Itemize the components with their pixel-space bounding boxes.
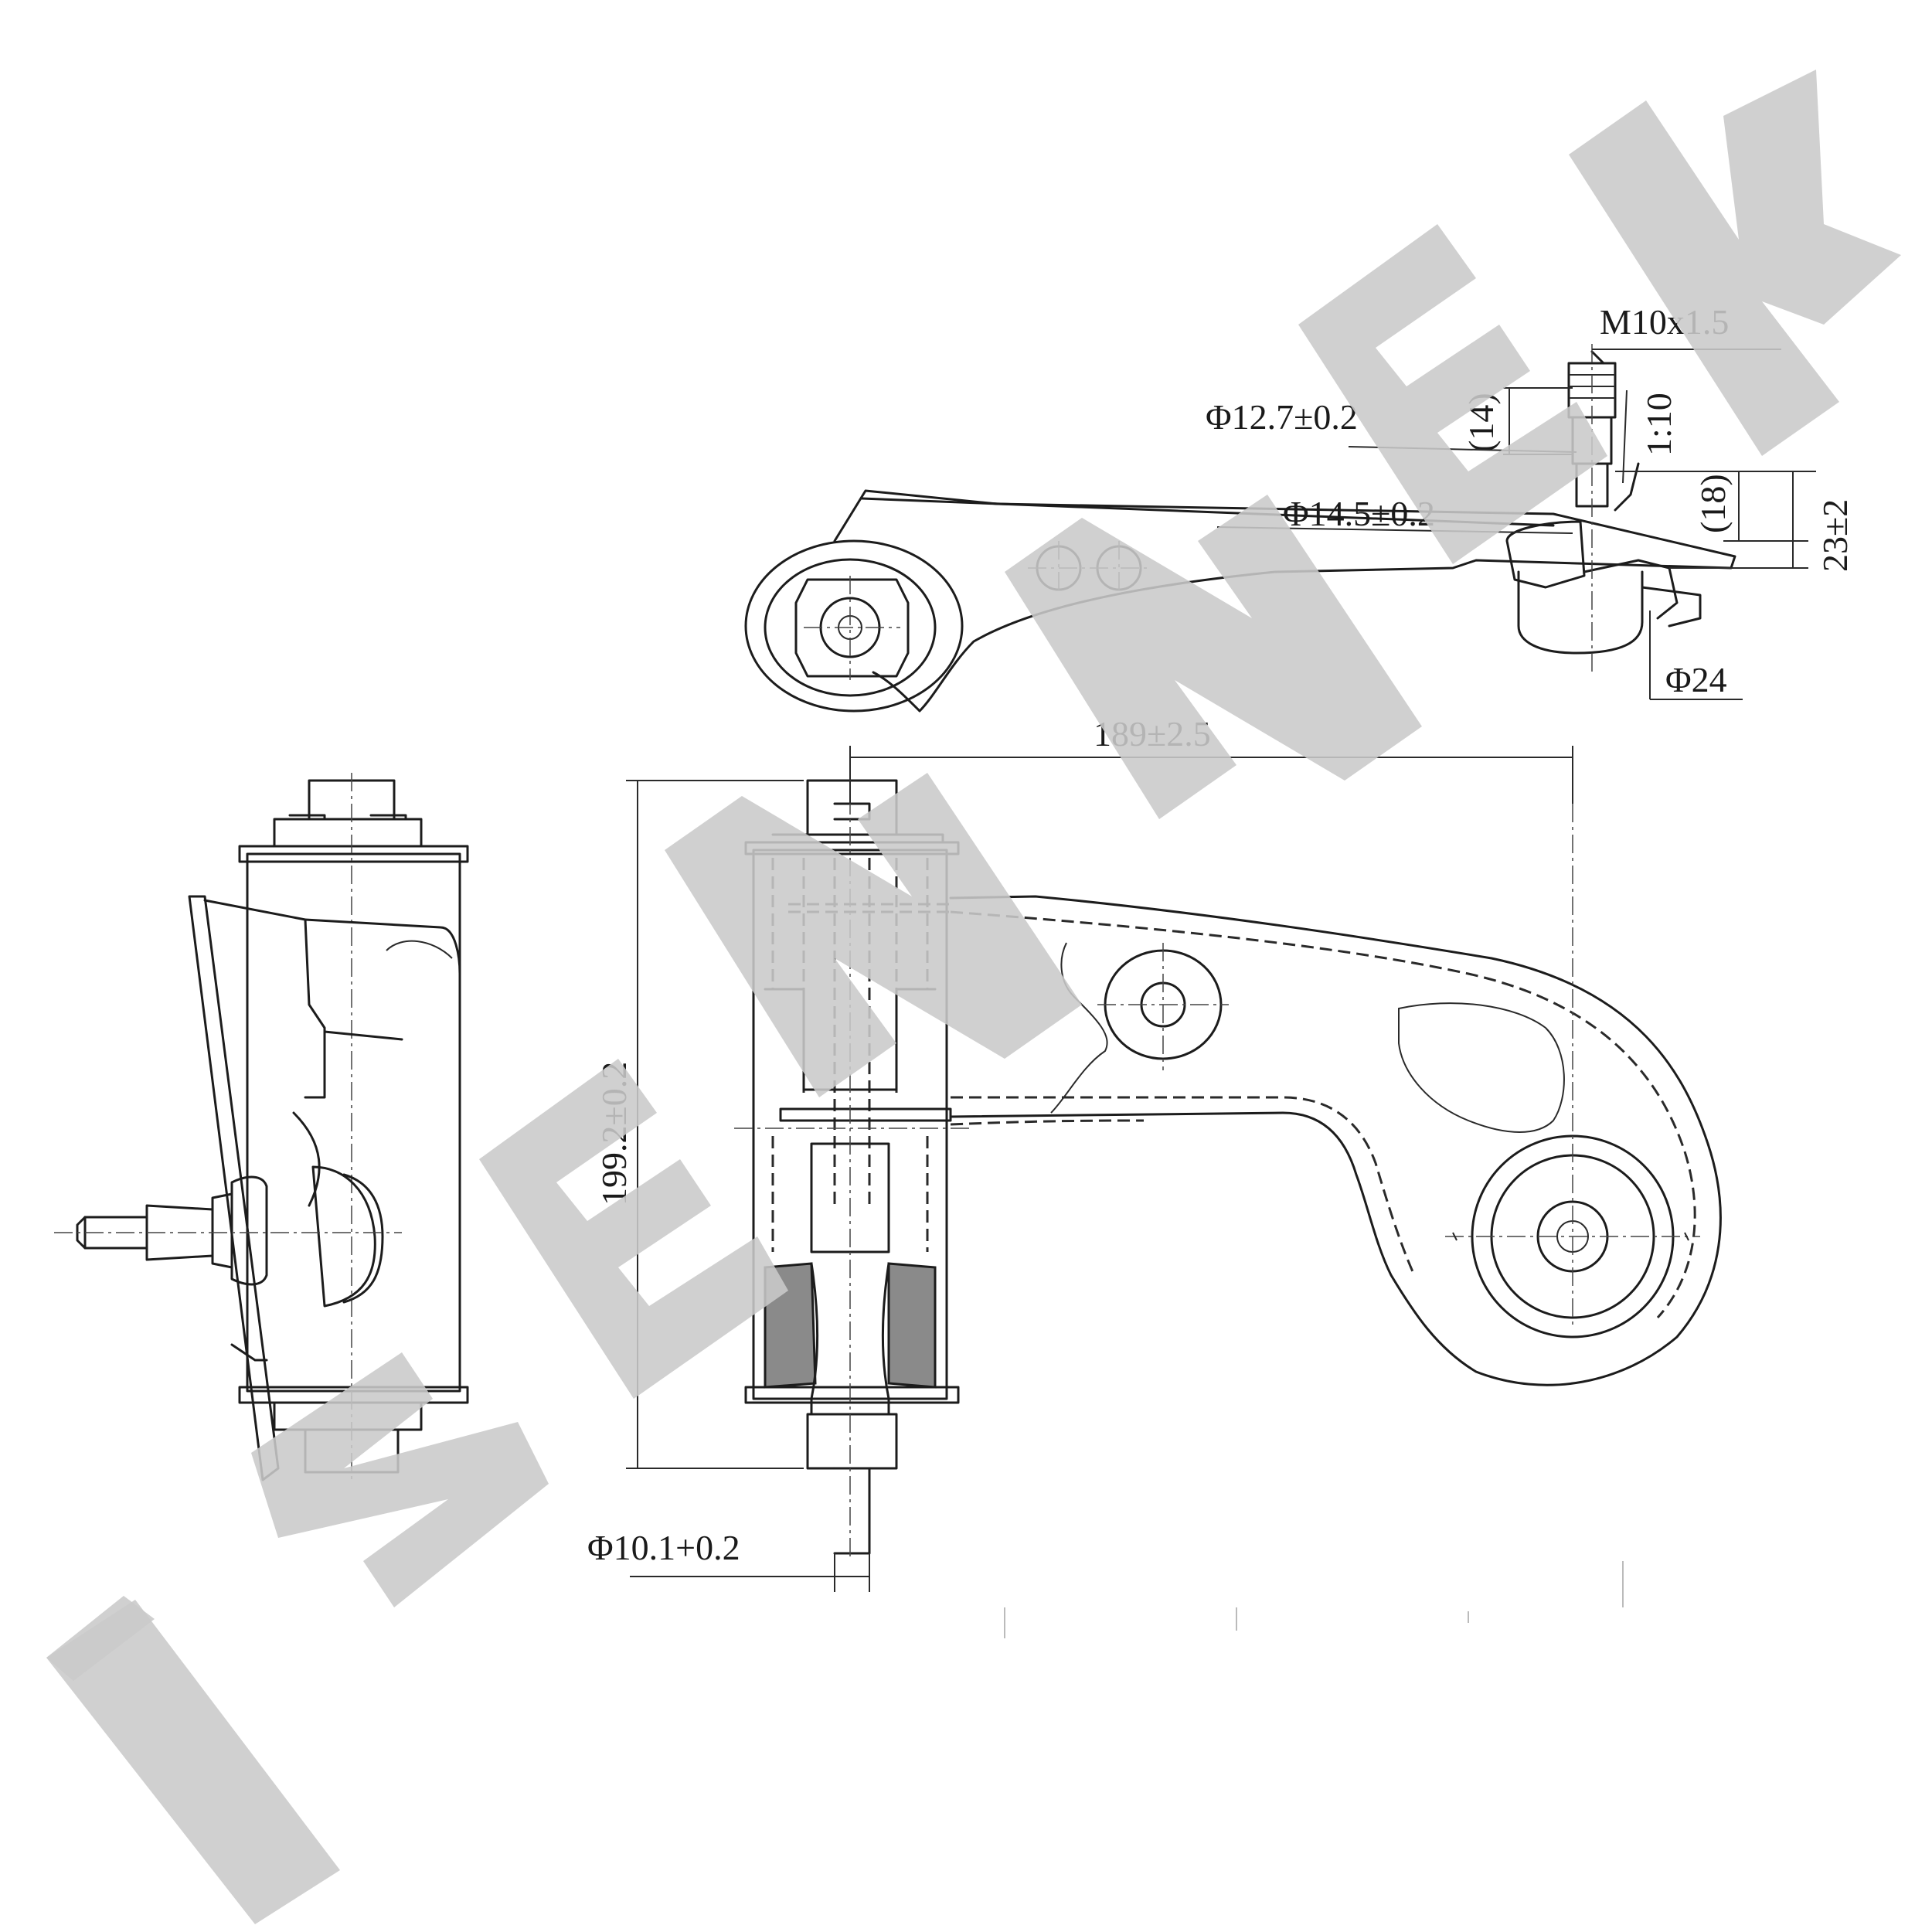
dim-taper: 1:10 (1639, 393, 1679, 456)
dim-bore-dia: Φ10.1+0.2 (587, 1528, 740, 1567)
dim-boot-dia: Φ24 (1665, 660, 1727, 699)
dim-ball-dia: Φ14.5±0.2 (1283, 494, 1435, 533)
rubber-bushing-right (887, 1262, 937, 1389)
dim-height: 23±2 (1815, 499, 1855, 572)
watermark-letter-e2 (1298, 224, 1607, 564)
dim-18: (18) (1693, 474, 1733, 533)
watermark-letter-n1 (665, 773, 1082, 1097)
watermark-letter-n2 (1005, 495, 1422, 819)
scan-marks (1004, 1561, 1624, 1638)
rear-bushing-eye (744, 539, 964, 713)
dim-shank-dia: Φ12.7±0.2 (1206, 397, 1358, 437)
watermark-letter-z (251, 1352, 549, 1607)
watermark-letter-k (1569, 70, 1901, 456)
bracket-plate (188, 895, 280, 1481)
watermark (46, 70, 1901, 1924)
bushing-cylinder (246, 852, 461, 1393)
ball-joint-boot (311, 1165, 376, 1308)
stud-thread (1567, 362, 1617, 419)
watermark-letter-e (479, 1059, 788, 1399)
arm-outline (949, 895, 1722, 1386)
watermark-chevron (46, 1600, 340, 1924)
